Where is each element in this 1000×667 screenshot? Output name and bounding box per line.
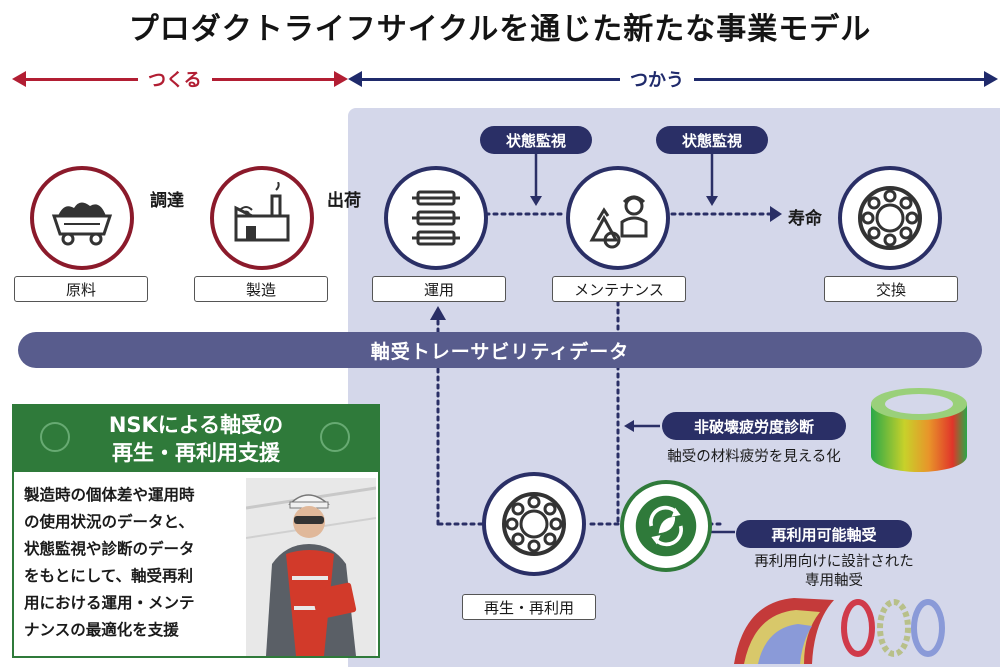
monitoring-pill: 状態監視 [656,126,768,154]
support-header: NSKによる軸受の 再生・再利用支援 [14,406,378,472]
operation-label: 運用 [372,276,506,302]
reuse-label: 再生・再利用 [462,594,596,620]
phase-use-bar: つかう [348,66,998,92]
operation-node [384,166,488,270]
support-title-line1: NSKによる軸受の [108,413,284,437]
recycle-leaf-icon [40,422,70,452]
phase-use-label: つかう [620,66,694,92]
procure-text: 調達 [150,191,184,211]
traceability-bar: 軸受トレーサビリティデータ [18,332,982,368]
recycle-node [620,480,712,572]
arrow-right-icon [984,71,998,87]
support-body: 製造時の個体差や運用時 の使用状況のデータと、 状態監視や診断のデータ をもとに… [24,486,195,639]
mine-cart-icon [51,202,113,246]
support-title-line2: 再生・再利用支援 [112,441,280,465]
diagnosis-pill: 非破壊疲労度診断 [662,412,846,440]
factory-icon [234,182,290,242]
support-box: NSKによる軸受の 再生・再利用支援 製造時の個体差や運用時 の使用状況のデータ… [12,404,380,658]
page-title: プロダクトライフサイクルを通じた新たな事業モデル [128,12,872,47]
arrow-left-icon [12,71,26,87]
reusable-desc-line1: 再利用向けに設計された [754,554,914,570]
maintenance-worker-icon [589,195,648,249]
recycle-leaf-icon [635,495,697,557]
bearing-parts-icon [734,598,945,664]
manufacturing-label: 製造 [194,276,328,302]
recycle-leaf-icon [320,422,350,452]
reusable-desc-line2: 専用軸受 [805,573,863,589]
arrow-right-icon [334,71,348,87]
replacement-label: 交換 [824,276,958,302]
ship-text: 出荷 [327,191,361,211]
diagnosis-desc: 軸受の材料疲労を見える化 [667,449,841,465]
bearing-icon [858,186,922,250]
phase-make-label: つくる [138,66,212,92]
maintenance-label: メンテナンス [552,276,686,302]
raw-material-node [30,166,134,270]
lifespan-text: 寿命 [788,209,822,229]
bearing-icon [502,492,566,556]
worker-illustration [246,478,376,656]
phase-make-bar: つくる [12,66,348,92]
raw-material-label: 原料 [14,276,148,302]
reusable-bearing-pill: 再利用可能軸受 [736,520,912,548]
heatmap-ring-icon [871,388,967,472]
maintenance-node [566,166,670,270]
manufacturing-node [210,166,314,270]
arrow-left-icon [348,71,362,87]
reuse-node [482,472,586,576]
replacement-node [838,166,942,270]
monitoring-pill: 状態監視 [480,126,592,154]
rollers-icon [412,190,460,246]
